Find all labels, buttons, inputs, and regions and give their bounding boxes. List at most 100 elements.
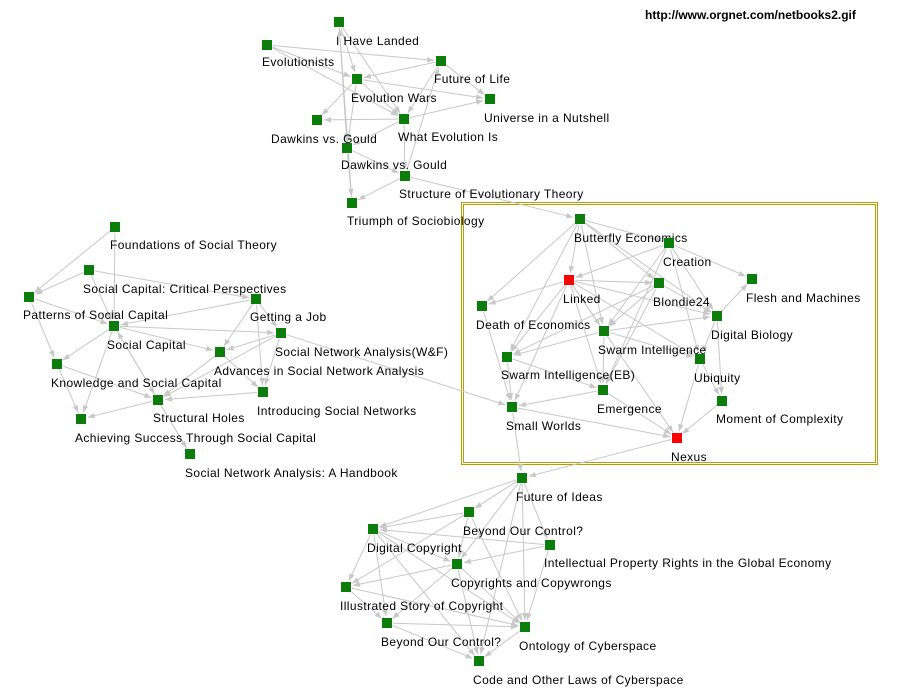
node-nexus[interactable]: Nexus [671, 433, 707, 464]
node-structholes[interactable]: Structural Holes [153, 395, 245, 425]
node-gettingjob[interactable]: Getting a Job [250, 294, 327, 324]
edge-creation-emergence [605, 248, 667, 384]
node-label: Triumph of Sociobiology [347, 214, 485, 228]
node-marker[interactable] [520, 622, 530, 632]
node-marker[interactable] [575, 214, 585, 224]
node-structevo[interactable]: Structure of Evolutionary Theory [399, 171, 584, 201]
node-marker[interactable] [672, 433, 682, 443]
node-marker[interactable] [76, 414, 86, 424]
node-marker[interactable] [452, 559, 462, 569]
node-marker[interactable] [347, 198, 357, 208]
node-marker[interactable] [276, 328, 286, 338]
node-marker[interactable] [109, 321, 119, 331]
node-digicopy[interactable]: Digital Copyright [367, 524, 462, 555]
node-universe[interactable]: Universe in a Nutshell [484, 94, 610, 125]
node-marker[interactable] [52, 359, 62, 369]
node-marker[interactable] [251, 294, 261, 304]
node-marker[interactable] [400, 171, 410, 181]
node-iprights[interactable]: Intellectual Property Rights in the Glob… [544, 540, 831, 570]
edge-evowars-whatevo [361, 82, 400, 115]
node-label: Swarm Intelligence [598, 343, 707, 357]
node-sccritical[interactable]: Social Capital: Critical Perspectives [83, 265, 287, 296]
node-marker[interactable] [545, 540, 555, 550]
node-marker[interactable] [382, 618, 392, 628]
node-deathecon[interactable]: Death of Economics [476, 301, 591, 332]
node-marker[interactable] [712, 311, 722, 321]
node-illustrated[interactable]: Illustrated Story of Copyright [340, 582, 504, 613]
node-marker[interactable] [717, 396, 727, 406]
node-marker[interactable] [399, 114, 409, 124]
node-evolutionists[interactable]: Evolutionists [262, 40, 335, 69]
node-marker[interactable] [517, 473, 527, 483]
node-butterfly[interactable]: Butterfly Economics [574, 214, 688, 245]
node-creation[interactable]: Creation [663, 238, 712, 269]
node-knowledge[interactable]: Knowledge and Social Capital [51, 359, 222, 390]
node-whatevo[interactable]: What Evolution Is [398, 114, 498, 144]
node-marker[interactable] [664, 238, 674, 248]
node-dawkins2[interactable]: Dawkins vs. Gould [341, 143, 447, 172]
node-marker[interactable] [507, 402, 517, 412]
node-marker[interactable] [334, 17, 344, 27]
edge-digibio-moment [716, 321, 724, 395]
edge-evowars-universe [362, 79, 484, 100]
node-beyond2[interactable]: Beyond Our Control? [381, 618, 501, 649]
node-marker[interactable] [436, 56, 446, 66]
node-marker[interactable] [153, 395, 163, 405]
node-triumph[interactable]: Triumph of Sociobiology [347, 198, 485, 228]
node-foundations[interactable]: Foundations of Social Theory [110, 222, 277, 252]
node-copyrights[interactable]: Copyrights and Copywrongs [451, 559, 612, 590]
node-marker[interactable] [564, 275, 574, 285]
node-blondie[interactable]: Blondie24 [653, 278, 710, 309]
node-futurelife[interactable]: Future of Life [434, 56, 510, 86]
node-marker[interactable] [185, 449, 195, 459]
node-marker[interactable] [262, 40, 272, 50]
node-digibio[interactable]: Digital Biology [711, 311, 793, 342]
node-advances[interactable]: Advances in Social Network Analysis [214, 347, 424, 378]
node-swarmeb[interactable]: Swarm Intelligence(EB) [501, 352, 635, 382]
node-marker[interactable] [24, 292, 34, 302]
node-marker[interactable] [258, 387, 268, 397]
node-marker[interactable] [352, 74, 362, 84]
node-marker[interactable] [599, 326, 609, 336]
node-ubiquity[interactable]: Ubiquity [694, 354, 741, 385]
node-codelaws[interactable]: Code and Other Laws of Cyberspace [473, 656, 684, 687]
edge-whatevo-structevo [401, 124, 408, 170]
node-beyond1[interactable]: Beyond Our Control? [463, 507, 583, 538]
node-sna_wf[interactable]: Social Network Analysis(W&F) [275, 328, 448, 359]
edge-ontology-codelaws [484, 630, 521, 658]
node-achieving[interactable]: Achieving Success Through Social Capital [75, 414, 316, 445]
node-linked[interactable]: Linked [563, 275, 601, 306]
node-marker[interactable] [312, 115, 322, 125]
node-marker[interactable] [695, 354, 705, 364]
node-intro_sn[interactable]: Introducing Social Networks [257, 387, 417, 418]
node-marker[interactable] [110, 222, 120, 232]
node-marker[interactable] [598, 385, 608, 395]
node-marker[interactable] [464, 507, 474, 517]
node-marker[interactable] [654, 278, 664, 288]
node-marker[interactable] [502, 352, 512, 362]
node-marker[interactable] [485, 94, 495, 104]
edge-beyond1-digicopy [379, 512, 464, 530]
node-swarm[interactable]: Swarm Intelligence [598, 326, 707, 357]
node-marker[interactable] [474, 656, 484, 666]
node-landed[interactable]: I Have Landed [334, 17, 419, 48]
node-marker[interactable] [368, 524, 378, 534]
node-moment[interactable]: Moment of Complexity [716, 396, 843, 426]
node-emergence[interactable]: Emergence [597, 385, 662, 416]
node-socialcap[interactable]: Social Capital [107, 321, 186, 352]
node-marker[interactable] [341, 582, 351, 592]
node-dawkins1[interactable]: Dawkins vs. Gould [271, 115, 377, 146]
node-smallworlds[interactable]: Small Worlds [506, 402, 581, 433]
edge-futureideas-ontology [521, 483, 528, 621]
node-marker[interactable] [747, 274, 757, 284]
node-marker[interactable] [215, 347, 225, 357]
node-sna_hb[interactable]: Social Network Analysis: A Handbook [185, 449, 398, 480]
node-marker[interactable] [477, 301, 487, 311]
node-flesh[interactable]: Flesh and Machines [746, 274, 861, 305]
node-marker[interactable] [342, 143, 352, 153]
node-evowars[interactable]: Evolution Wars [351, 74, 437, 105]
node-marker[interactable] [84, 265, 94, 275]
node-patterns[interactable]: Patterns of Social Capital [23, 292, 168, 322]
node-futureideas[interactable]: Future of Ideas [516, 473, 603, 504]
node-ontology[interactable]: Ontology of Cyberspace [519, 622, 657, 653]
